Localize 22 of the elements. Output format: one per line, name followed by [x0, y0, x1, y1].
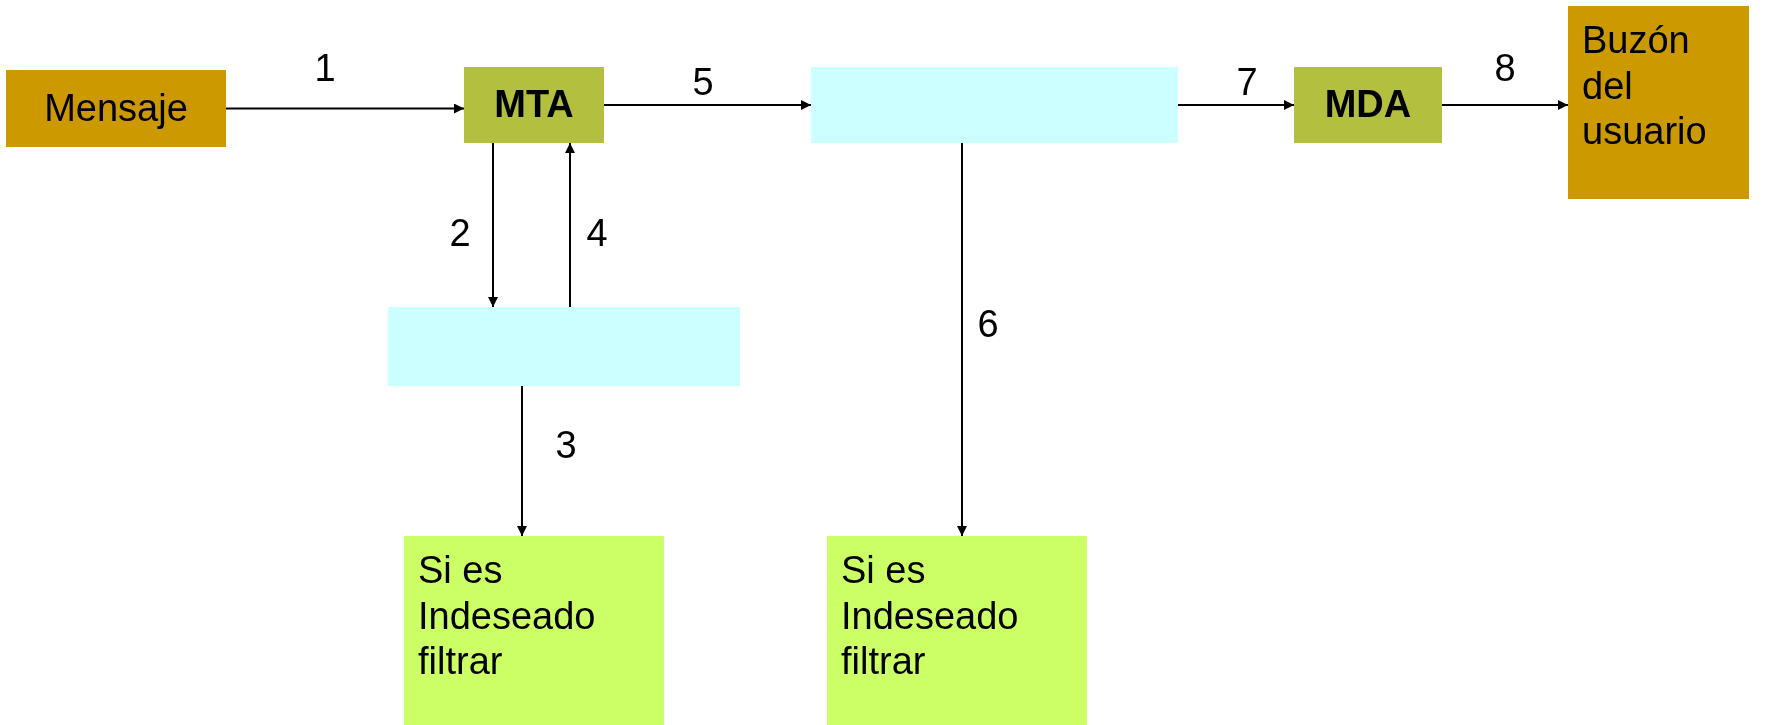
- empty-box: [388, 307, 740, 386]
- arrow: [1177, 100, 1295, 110]
- process-box: [1294, 67, 1442, 143]
- process-box: [464, 67, 604, 143]
- node-text: MTA: [494, 82, 574, 128]
- node-text: Si es Indeseado filtrar: [418, 548, 597, 685]
- node-text: MDA: [1324, 82, 1412, 128]
- empty-box: [811, 67, 1178, 143]
- arrow: [1441, 100, 1569, 110]
- process-box: [404, 536, 664, 725]
- arrow: [565, 142, 575, 308]
- arrow: [603, 100, 812, 110]
- process-box: [6, 70, 226, 147]
- arrow: [957, 142, 967, 537]
- arrow: [517, 385, 527, 537]
- arrow: [225, 103, 465, 114]
- process-box: [1568, 6, 1749, 199]
- node-text: Buzón del usuario: [1582, 18, 1708, 155]
- node-text: Mensaje: [44, 85, 188, 131]
- node-text: Si es Indeseado filtrar: [841, 548, 1020, 685]
- arrow: [488, 142, 498, 308]
- process-box: [827, 536, 1087, 725]
